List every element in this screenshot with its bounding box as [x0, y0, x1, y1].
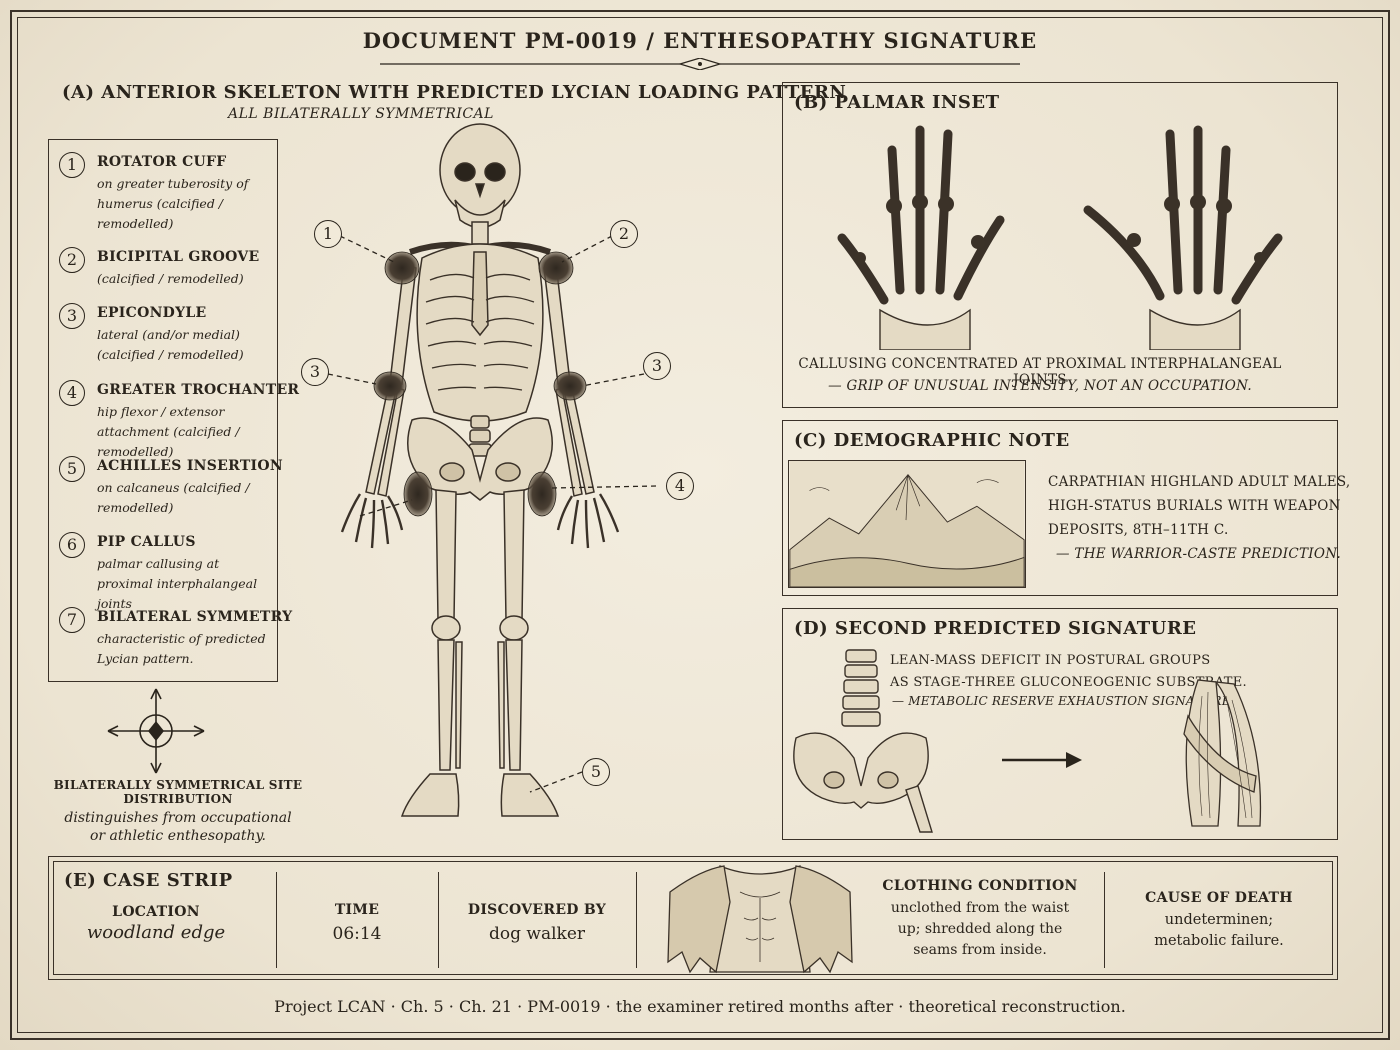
- clothing-line1: unclothed from the waist: [890, 900, 1070, 916]
- strip-divider: [1104, 872, 1105, 968]
- panel-c-quote: — THE WARRIOR-CASTE PREDICTION.: [1056, 546, 1342, 562]
- symmetry-note: BILATERALLY SYMMETRICAL SITE DISTRIBUTIO…: [40, 778, 316, 844]
- panel-c-text: CARPATHIAN HIGHLAND ADULT MALES, HIGH-ST…: [1048, 470, 1351, 542]
- symmetry-compass-icon: [107, 688, 205, 774]
- legend-desc: characteristic of predicted Lycian patte…: [97, 631, 266, 666]
- case-strip-box: [48, 856, 1338, 980]
- legend-desc: hip flexor / extensor attachment (calcif…: [97, 404, 240, 459]
- panel-d-heading: (D) SECOND PREDICTED SIGNATURE: [794, 618, 1197, 639]
- case-strip-inner-frame: [53, 861, 1333, 975]
- panel-b-heading: (B) PALMAR INSET: [794, 92, 1000, 113]
- legend-number: 1: [59, 152, 85, 178]
- symmetry-note-title: BILATERALLY SYMMETRICAL SITE DISTRIBUTIO…: [53, 778, 303, 806]
- inner-frame: [17, 17, 1383, 1033]
- legend-title: BICIPITAL GROOVE: [97, 249, 260, 265]
- callout-2: 2: [610, 220, 638, 248]
- torn-shirt-torso-illustration: [667, 865, 853, 974]
- panel-c-line1: CARPATHIAN HIGHLAND ADULT MALES,: [1048, 474, 1351, 490]
- location-value: woodland edge: [86, 922, 226, 943]
- legend-title: BILATERAL SYMMETRY: [97, 609, 293, 625]
- panel-d-quote: — METABOLIC RESERVE EXHAUSTION SIGNATURE: [892, 694, 1231, 708]
- legend-title: GREATER TROCHANTER: [97, 382, 300, 398]
- legend-desc: on calcaneus (calcified / remodelled): [97, 480, 250, 515]
- strip-divider: [636, 872, 637, 968]
- clothing-label: CLOTHING CONDITION: [882, 878, 1078, 894]
- legend-desc: (calcified / remodelled): [97, 271, 244, 286]
- case-location: LOCATION woodland edge: [56, 904, 256, 943]
- legend-number: 7: [59, 607, 85, 633]
- panel-b-box: [782, 82, 1338, 408]
- panel-d-box: [782, 608, 1338, 840]
- panel-a-subheading: ALL BILATERALLY SYMMETRICAL: [228, 106, 494, 122]
- cause-label: CAUSE OF DEATH: [1145, 890, 1293, 906]
- legend-desc: on greater tuberosity of humerus (calcif…: [97, 176, 249, 231]
- callout-4: 4: [666, 472, 694, 500]
- panel-b-subcaption: — GRIP OF UNUSUAL INTENSITY, NOT AN OCCU…: [828, 378, 1252, 394]
- symmetry-note-line2: or athletic enthesopathy.: [89, 828, 266, 844]
- discovered-value: dog walker: [488, 924, 585, 944]
- legend-number: 6: [59, 532, 85, 558]
- discovered-label: DISCOVERED BY: [467, 902, 607, 918]
- panel-e-heading: (E) CASE STRIP: [64, 870, 233, 891]
- callout-3-right: 3: [643, 352, 671, 380]
- cause-line1: undeterminen;: [1164, 912, 1274, 928]
- symmetry-note-line1: distinguishes from occupational: [64, 810, 292, 826]
- legend-title: EPICONDYLE: [97, 305, 207, 321]
- legend-desc: palmar callusing at proximal interphalan…: [97, 556, 258, 611]
- anterior-skeleton-illustration: [327, 123, 657, 817]
- title-ornament-icon: [380, 58, 1020, 70]
- panel-c-box: [782, 420, 1338, 596]
- strip-divider: [438, 872, 439, 968]
- document-footer: Project LCAN · Ch. 5 · Ch. 21 · PM-0019 …: [274, 997, 1126, 1016]
- callout-5: 5: [582, 758, 610, 786]
- legend-number: 5: [59, 456, 85, 482]
- cause-desc: undeterminen; metabolic failure.: [1104, 910, 1334, 952]
- outer-frame: [10, 10, 1390, 1040]
- mountain-landscape-illustration: [788, 460, 1026, 588]
- legend-number: 4: [59, 380, 85, 406]
- panel-d-text: LEAN-MASS DEFICIT IN POSTURAL GROUPS AS …: [890, 650, 1247, 694]
- legend-title: ROTATOR CUFF: [97, 154, 227, 170]
- panel-c-heading: (C) DEMOGRAPHIC NOTE: [794, 430, 1070, 451]
- time-value: 06:14: [332, 924, 382, 944]
- case-clothing: CLOTHING CONDITION unclothed from the wa…: [862, 878, 1098, 961]
- location-label: LOCATION: [112, 904, 200, 920]
- case-discovered: DISCOVERED BY dog walker: [438, 902, 636, 944]
- legend-title: ACHILLES INSERTION: [97, 458, 283, 474]
- callout-3-left: 3: [301, 358, 329, 386]
- case-time: TIME 06:14: [276, 902, 438, 944]
- legend-title: PIP CALLUS: [97, 534, 196, 550]
- arrow-right-icon: [1002, 752, 1082, 768]
- strip-divider: [276, 872, 277, 968]
- panel-a-heading: (A) ANTERIOR SKELETON WITH PREDICTED LYC…: [62, 82, 847, 103]
- document-title: DOCUMENT PM-0019 / ENTHESOPATHY SIGNATUR…: [362, 28, 1038, 53]
- case-cause-of-death: CAUSE OF DEATH undeterminen; metabolic f…: [1104, 890, 1334, 952]
- callout-1: 1: [314, 220, 342, 248]
- panel-c-line3: DEPOSITS, 8TH–11TH C.: [1048, 522, 1229, 538]
- panel-c-line2: HIGH-STATUS BURIALS WITH WEAPON: [1048, 498, 1341, 514]
- panel-b-caption: CALLUSING CONCENTRATED AT PROXIMAL INTER…: [798, 356, 1282, 388]
- panel-d-line1: LEAN-MASS DEFICIT IN POSTURAL GROUPS: [890, 653, 1211, 668]
- pelvis-spine-illustration: [793, 649, 933, 833]
- clothing-line3: seams from inside.: [913, 942, 1047, 958]
- time-label: TIME: [334, 902, 380, 918]
- muscle-group-illustration: [1183, 679, 1262, 827]
- cause-line2: metabolic failure.: [1154, 933, 1284, 949]
- legend-desc: lateral (and/or medial) (calcified / rem…: [97, 327, 244, 362]
- legend-box: 1 ROTATOR CUFF on greater tuberosity of …: [48, 139, 299, 682]
- legend-number: 2: [59, 247, 85, 273]
- palmar-hands-illustration: [837, 125, 1283, 350]
- legend-number: 3: [59, 303, 85, 329]
- panel-d-line2: AS STAGE-THREE GLUCONEOGENIC SUBSTRATE.: [890, 675, 1247, 690]
- clothing-desc: unclothed from the waist up; shredded al…: [862, 898, 1098, 961]
- clothing-line2: up; shredded along the: [897, 921, 1063, 937]
